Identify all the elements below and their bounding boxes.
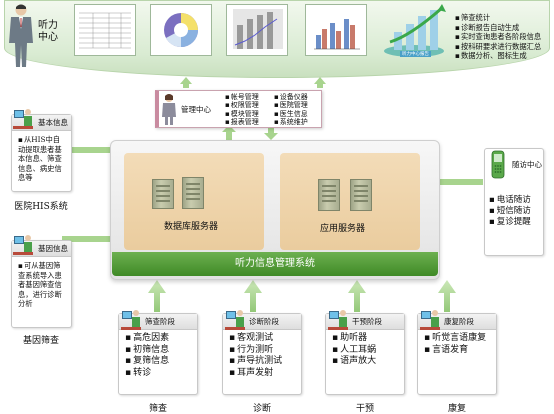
title-line-1: 听力 bbox=[38, 20, 58, 31]
phase-item: 转诊 bbox=[125, 368, 193, 380]
mobile-phone-icon bbox=[491, 150, 505, 179]
phase-item: 语声放大 bbox=[332, 356, 400, 368]
doctor-at-computer-icon bbox=[225, 310, 245, 330]
database-server-box[interactable]: 数据库服务器 bbox=[124, 153, 264, 250]
line-chart-icon bbox=[233, 9, 283, 49]
management-col-1: 帐号管理 权限管理 模块管理 报表管理 bbox=[225, 93, 259, 126]
bar-chart-icon bbox=[312, 9, 362, 51]
followup-items: 电话随访 短信随访 复诊提醒 bbox=[485, 195, 533, 228]
intervention-phase-card[interactable]: 干预阶段 助听器 人工耳蜗 语声放大 bbox=[325, 313, 405, 395]
phase-items: 客观测试 行为测听 声导抗测试 耳声发射 bbox=[223, 330, 301, 379]
management-item: 医生信息 bbox=[274, 110, 308, 118]
report-table-thumbnail[interactable] bbox=[74, 4, 136, 56]
3d-bar-chart-label: 听力中心报告 bbox=[400, 51, 431, 57]
donut-chart-thumbnail[interactable] bbox=[150, 4, 212, 56]
phase-caption: 干预 bbox=[355, 404, 374, 414]
feature-item: 按科研要求进行数据汇总 bbox=[455, 42, 541, 52]
feature-item: 实时查询患者各阶段信息 bbox=[455, 32, 541, 42]
phase-item: 客观测试 bbox=[229, 333, 297, 345]
doctor-at-computer-icon bbox=[13, 235, 33, 255]
arrow-icon bbox=[264, 125, 278, 140]
management-item: 系统维护 bbox=[274, 118, 308, 126]
table-document-icon bbox=[77, 8, 133, 52]
doctor-at-computer-icon bbox=[328, 310, 348, 330]
feature-item: 数据分析、图标生成 bbox=[455, 51, 541, 61]
arrow-icon bbox=[348, 280, 366, 312]
server-icon bbox=[350, 179, 372, 211]
management-item: 设备仪器 bbox=[274, 93, 308, 101]
phase-items: 助听器 人工耳蜗 语声放大 bbox=[326, 330, 404, 368]
management-item: 医院管理 bbox=[274, 101, 308, 109]
businessman-icon bbox=[9, 4, 33, 67]
line-chart-thumbnail[interactable] bbox=[226, 4, 288, 56]
phase-caption: 康复 bbox=[447, 404, 466, 414]
doctor-at-computer-icon bbox=[420, 310, 440, 330]
phase-item: 听觉言语康复 bbox=[424, 333, 492, 345]
server-icon bbox=[182, 177, 204, 209]
phase-item: 高危因素 bbox=[125, 333, 193, 345]
basic-info-text: 从HIS中自动提取患者基本信息、筛查信息、病史信息等 bbox=[18, 135, 67, 183]
businesswoman-icon bbox=[162, 94, 176, 125]
phase-item: 言语发育 bbox=[424, 345, 492, 357]
gene-screening-caption: 基因筛查 bbox=[22, 336, 59, 346]
system-name-bar: 听力信息管理系统 bbox=[112, 252, 438, 276]
app-server-box[interactable]: 应用服务器 bbox=[280, 153, 420, 250]
system-name: 听力信息管理系统 bbox=[235, 258, 315, 269]
followup-item: 电话随访 bbox=[489, 195, 531, 206]
his-system-caption: 医院HIS系统 bbox=[14, 202, 68, 212]
database-server-label: 数据库服务器 bbox=[164, 222, 219, 232]
phase-caption: 筛查 bbox=[148, 404, 167, 414]
bar-chart-thumbnail[interactable] bbox=[305, 4, 367, 56]
phase-items: 高危因素 初筛信息 复筛信息 转诊 bbox=[119, 330, 197, 379]
phase-items: 听觉言语康复 言语发育 bbox=[418, 330, 496, 356]
server-icon bbox=[152, 179, 174, 209]
hearing-center-features: 筛查统计 诊断报告自动生成 实时查询患者各阶段信息 按科研要求进行数据汇总 数据… bbox=[455, 13, 541, 61]
management-item: 报表管理 bbox=[225, 118, 259, 126]
title-line-2: 中心 bbox=[38, 32, 58, 43]
management-center-panel[interactable]: 管理中心 帐号管理 权限管理 模块管理 报表管理 设备仪器 医院管理 医生信息 … bbox=[155, 90, 322, 128]
arrow-icon bbox=[62, 141, 133, 159]
feature-item: 筛查统计 bbox=[455, 13, 541, 23]
hearing-center-title: 听力 中心 bbox=[38, 20, 58, 44]
donut-chart-icon bbox=[164, 13, 198, 47]
3d-bar-chart-thumbnail[interactable]: 听力中心报告 bbox=[380, 2, 450, 60]
phase-item: 助听器 bbox=[332, 333, 400, 345]
arrow-icon bbox=[62, 230, 133, 248]
arrow-icon bbox=[438, 280, 456, 312]
doctor-at-computer-icon bbox=[121, 310, 141, 330]
feature-item: 诊断报告自动生成 bbox=[455, 23, 541, 33]
phase-item: 人工耳蜗 bbox=[332, 345, 400, 357]
arrow-icon bbox=[222, 125, 236, 140]
phase-item: 声导抗测试 bbox=[229, 356, 297, 368]
phase-item: 耳声发射 bbox=[229, 368, 297, 380]
phase-item: 复筛信息 bbox=[125, 356, 193, 368]
arrow-icon bbox=[314, 77, 326, 88]
diagnosis-phase-card[interactable]: 诊断阶段 客观测试 行为测听 声导抗测试 耳声发射 bbox=[222, 313, 302, 395]
basic-info-body: 从HIS中自动提取患者基本信息、筛查信息、病史信息等 bbox=[12, 131, 71, 183]
phase-caption: 诊断 bbox=[252, 404, 271, 414]
management-item: 权限管理 bbox=[225, 101, 259, 109]
followup-item: 复诊提醒 bbox=[489, 217, 531, 228]
management-center-title: 管理中心 bbox=[181, 105, 211, 114]
server-icon bbox=[318, 179, 340, 211]
arrow-icon bbox=[410, 173, 483, 191]
followup-item: 短信随访 bbox=[489, 206, 531, 217]
arrow-icon bbox=[244, 280, 262, 312]
app-server-label: 应用服务器 bbox=[320, 224, 366, 234]
gene-info-body: 可从基因筛查系统导入患者基因筛查信息，进行诊断分析 bbox=[12, 257, 71, 309]
management-item: 帐号管理 bbox=[225, 93, 259, 101]
phase-item: 行为测听 bbox=[229, 345, 297, 357]
doctor-at-computer-icon bbox=[13, 109, 33, 129]
phase-item: 初筛信息 bbox=[125, 345, 193, 357]
arrow-icon bbox=[148, 280, 166, 312]
followup-center-title: 随访中心 bbox=[512, 160, 542, 169]
management-col-2: 设备仪器 医院管理 医生信息 系统维护 bbox=[274, 93, 308, 126]
gene-info-text: 可从基因筛查系统导入患者基因筛查信息，进行诊断分析 bbox=[18, 261, 67, 309]
management-item: 模块管理 bbox=[225, 110, 259, 118]
rehabilitation-phase-card[interactable]: 康复阶段 听觉言语康复 言语发育 bbox=[417, 313, 497, 395]
arrow-icon bbox=[180, 77, 192, 88]
